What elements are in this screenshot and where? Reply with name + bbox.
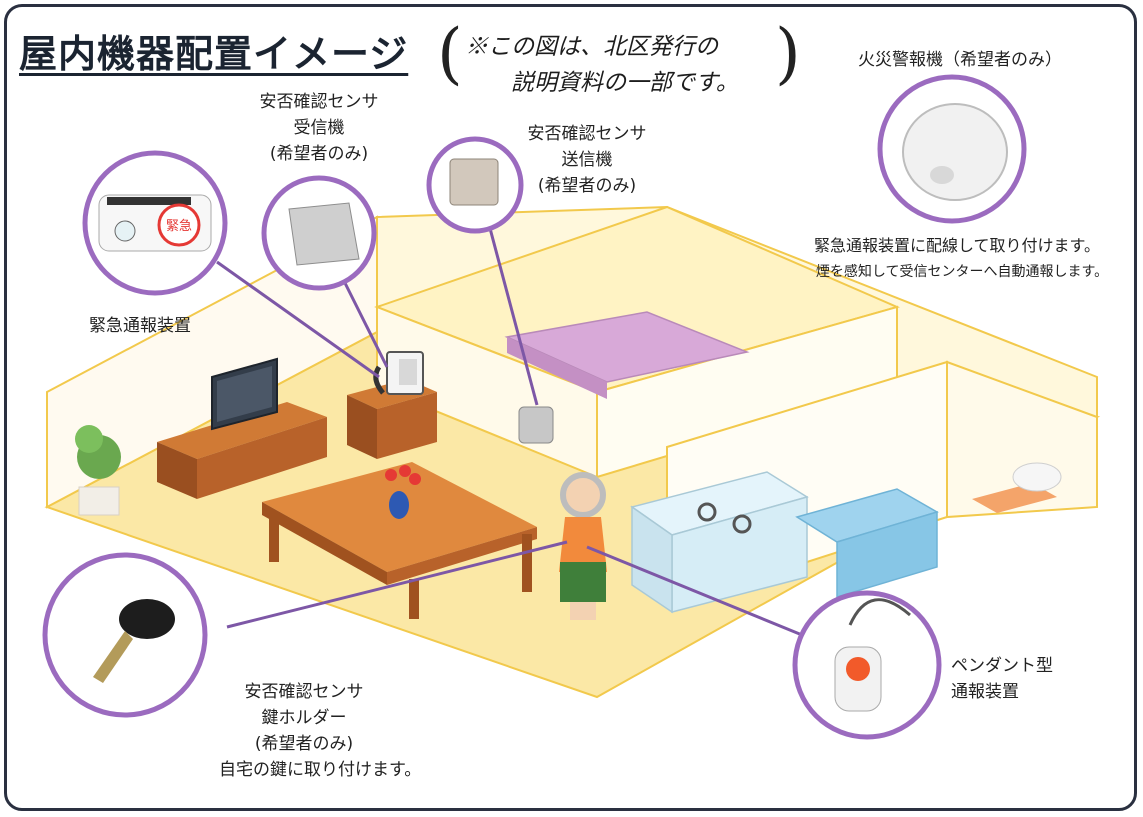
receiver-device	[288, 202, 360, 266]
person-legs	[570, 602, 596, 620]
receiver-label: 安否確認センサ 受信機 (希望者のみ)	[249, 89, 389, 167]
key-blade	[93, 631, 133, 683]
person-head	[560, 472, 606, 518]
table-leg-2	[409, 579, 419, 619]
fire-alarm-desc-2: 煙を感知して受信センターへ自動通報します。	[815, 264, 1109, 280]
bed	[504, 311, 750, 383]
toilet	[1012, 462, 1062, 492]
handwritten-note: ( ※この図は、北区発行の 説明資料の一部です。 )	[437, 15, 801, 101]
key-holder-label-line-2: 鍵ホルダー	[261, 708, 347, 728]
flower-2	[399, 465, 411, 477]
transmitter-label-line-2: 送信機	[561, 150, 613, 170]
room-scene: 緊急	[42, 74, 1101, 740]
leader-receiver	[340, 276, 389, 368]
emergency-button-label: 緊急	[166, 219, 192, 234]
tv-screen	[217, 366, 272, 422]
fire-alarm-sensor	[930, 166, 954, 184]
bathtub-front	[836, 510, 938, 599]
flower-1	[385, 469, 397, 481]
diagram-frame: 緊急 屋内機器配置イメージ ( ※この図は、北区発行の 説明資料の一部です。 )…	[4, 4, 1137, 811]
transmitter-device	[518, 406, 554, 444]
tv-stand	[157, 402, 327, 459]
pendant-label-line-2: 通報装置	[951, 682, 1019, 702]
fire-alarm-desc-1: 緊急通報装置に配線して取り付けます。	[814, 236, 1100, 255]
note-line-1: ※この図は、北区発行の	[465, 34, 718, 60]
transmitter-label-line-3: (希望者のみ)	[537, 176, 637, 196]
tv-stand-side	[157, 442, 197, 499]
low-table-side	[262, 502, 387, 585]
receiver-label-line-2: 受信機	[293, 118, 345, 138]
key-holder-label-line-4: 自宅の鍵に取り付けます。	[219, 760, 422, 780]
transmitter-label: 安否確認センサ 送信機 (希望者のみ)	[517, 121, 657, 199]
kitchen-counter-side	[631, 505, 673, 614]
vase	[389, 491, 409, 519]
table-leg-3	[522, 534, 532, 592]
pendant-cord	[848, 598, 911, 626]
leader-transmitter	[485, 216, 539, 406]
pendant-label: ペンダント型 通報装置	[951, 653, 1053, 705]
leader-pendant	[586, 545, 808, 639]
emergency-device-label: 緊急通報装置	[89, 316, 191, 336]
leader-key-holder	[226, 540, 568, 629]
key-holder-label-line-3: (希望者のみ)	[254, 734, 354, 754]
telephone-keys	[399, 359, 417, 385]
flower-3	[409, 473, 421, 485]
pendant-label-line-1: ペンダント型	[951, 656, 1053, 676]
receiver-label-line-3: (希望者のみ)	[269, 144, 369, 164]
stove-burner-1	[697, 502, 717, 522]
person-body	[559, 517, 607, 572]
receiver-label-line-1: 安否確認センサ	[259, 92, 379, 112]
table-leg-1	[269, 512, 279, 562]
key-holder-label-line-1: 安否確認センサ	[244, 682, 364, 702]
note-right-paren: )	[775, 15, 801, 92]
emergency-device-red-button	[157, 203, 201, 247]
leader-emergency-device	[216, 260, 380, 379]
stove-burner-2	[732, 514, 752, 534]
phone-desk-front	[377, 392, 437, 459]
transmitter-callout-device	[449, 158, 499, 206]
plant-pot-body	[78, 486, 120, 516]
note-left-paren: (	[437, 15, 463, 92]
fire-alarm-device	[902, 103, 1008, 201]
key-holder-label: 安否確認センサ 鍵ホルダー (希望者のみ) 自宅の鍵に取り付けます。	[219, 679, 422, 783]
tv-stand-front	[197, 417, 327, 499]
pendant-red-button	[846, 657, 870, 681]
key-fob	[119, 599, 175, 639]
plant-leaves-2	[75, 425, 103, 453]
diagram-title: 屋内機器配置イメージ	[19, 32, 409, 76]
telephone-handset	[373, 365, 385, 395]
low-table-front	[387, 527, 537, 585]
emergency-device-topbar	[107, 197, 191, 205]
person-skirt	[560, 562, 606, 602]
note-line-2: 説明資料の一部です。	[511, 70, 739, 96]
transmitter-label-line-1: 安否確認センサ	[527, 124, 647, 144]
emergency-device-small-button	[114, 220, 136, 242]
fire-alarm-title: 火災警報機（希望者のみ）	[858, 50, 1062, 70]
phone-desk-side	[347, 395, 377, 459]
bed-side	[507, 337, 607, 399]
